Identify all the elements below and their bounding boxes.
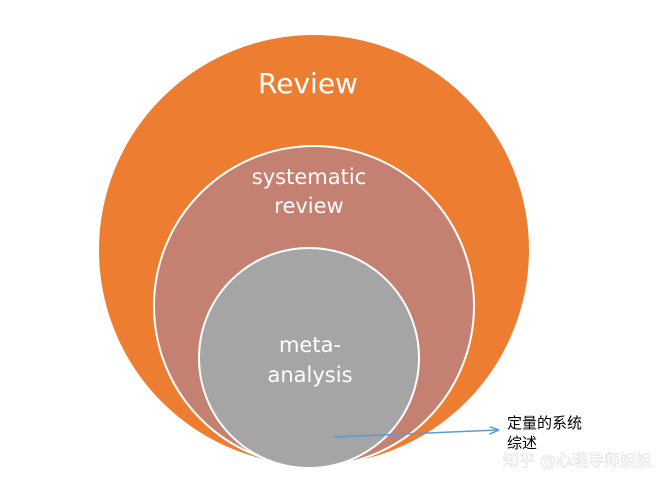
meta-analysis-label-line1: meta- xyxy=(279,333,341,357)
meta-analysis-circle xyxy=(198,247,420,469)
meta-analysis-label-line2: analysis xyxy=(267,363,352,387)
systematic-review-label-line2: review xyxy=(274,194,343,218)
annotation-arrow xyxy=(333,430,498,438)
watermark-text: 知乎 @心理导师姐姐 xyxy=(503,451,652,470)
annotation-text-line2: 综述 xyxy=(507,434,537,452)
review-label: Review xyxy=(258,67,358,100)
systematic-review-label-line1: systematic xyxy=(252,165,366,189)
annotation-text-line1: 定量的系统 xyxy=(507,414,582,432)
